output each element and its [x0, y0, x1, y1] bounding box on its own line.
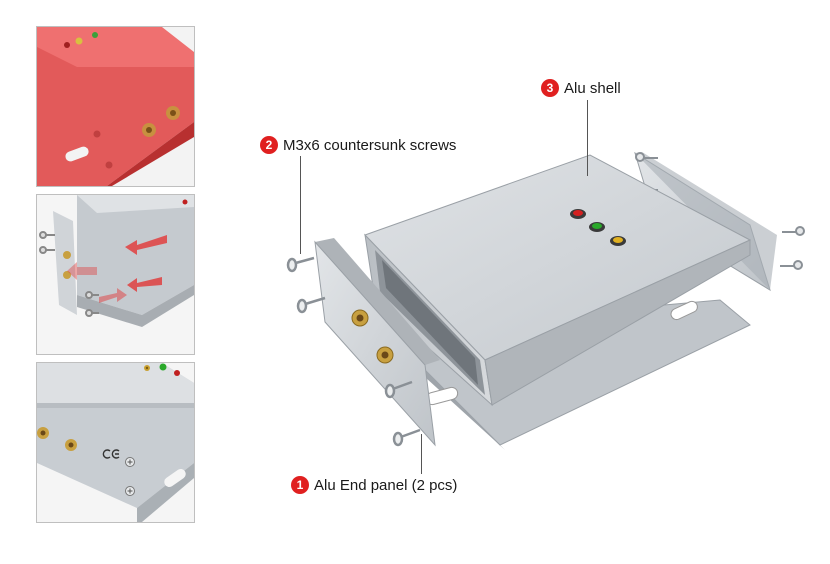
- led-yellow-icon: [75, 37, 83, 45]
- countersunk-screws: [286, 256, 421, 447]
- exploded-view-diagram: [286, 151, 805, 450]
- led-yellow-icon: [610, 236, 626, 246]
- thumbnail-red-enclosure: [36, 26, 195, 187]
- callout-number-badge: 3: [541, 79, 559, 97]
- red-enclosure-image: [37, 27, 194, 186]
- ce-panel-image: [37, 363, 194, 522]
- led-green-icon: [589, 222, 605, 232]
- callout-alu-shell: 3 Alu shell: [541, 79, 621, 97]
- end-panel: [53, 211, 77, 315]
- leader-line-shell: [587, 100, 588, 176]
- connector-icon: [166, 106, 180, 120]
- screw-head-icon: [125, 457, 135, 467]
- led-red-icon: [64, 42, 70, 48]
- led-red-icon: [570, 209, 586, 219]
- ce-mark-icon: [102, 449, 120, 459]
- connector-icon: [142, 123, 156, 137]
- screw-head-icon: [125, 486, 135, 496]
- led-green-icon: [159, 363, 167, 371]
- callout-number-badge: 2: [260, 136, 278, 154]
- callout-screws: 2 M3x6 countersunk screws: [260, 136, 456, 154]
- assembly-arrows-image: [37, 195, 194, 354]
- callout-label: Alu End panel (2 pcs): [314, 476, 458, 494]
- alu-shell: [364, 154, 752, 450]
- thumbnail-ce-panel: [36, 362, 195, 523]
- leader-line-panel: [421, 434, 422, 474]
- connector-icon: [65, 439, 77, 451]
- callout-number-badge: 1: [291, 476, 309, 494]
- connector-icon: [376, 346, 394, 364]
- thumbnail-assembly-arrows: [36, 194, 195, 355]
- callout-end-panel: 1 Alu End panel (2 pcs): [291, 476, 457, 494]
- led-red-icon: [174, 370, 180, 376]
- leader-line-screws: [300, 156, 301, 254]
- arrow-icons: [67, 235, 167, 303]
- callout-label: M3x6 countersunk screws: [283, 136, 457, 154]
- connector-icon: [351, 309, 369, 327]
- callout-label: Alu shell: [564, 79, 621, 97]
- connector-icon: [63, 271, 71, 279]
- led-red-icon: [182, 199, 188, 205]
- connector-icon: [37, 427, 49, 439]
- connector-icon: [63, 251, 71, 259]
- led-green-icon: [92, 32, 98, 38]
- front-end-panel: [314, 238, 440, 447]
